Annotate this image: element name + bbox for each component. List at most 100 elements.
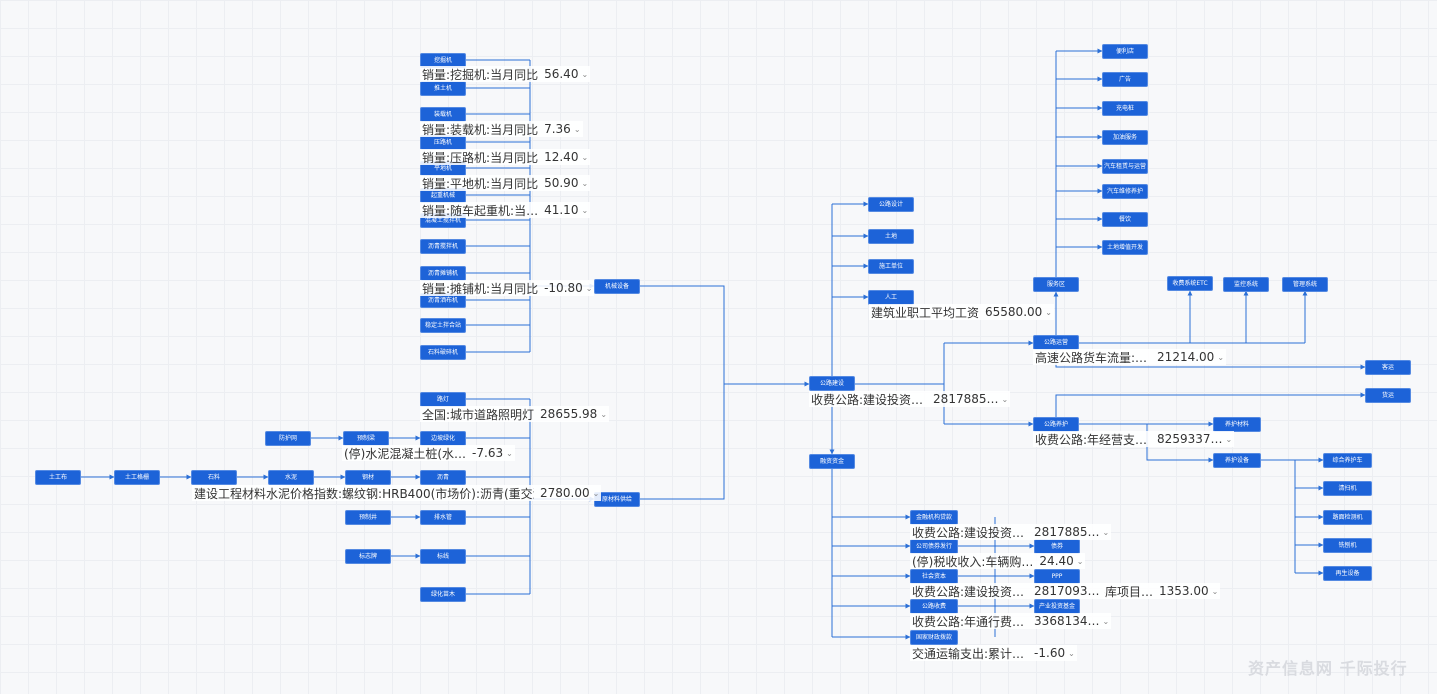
node-biaozhipai[interactable]: 标志牌 <box>345 549 391 564</box>
node-luqiaojianceji[interactable]: 路面检测机 <box>1323 510 1372 525</box>
node-rengong[interactable]: 人工 <box>868 290 914 305</box>
node-zongheyanghuche[interactable]: 综合养护车 <box>1323 453 1372 468</box>
indicator-tanpuji-sales[interactable]: 销量:摊铺机:当月同比-10.80⌄ <box>420 280 595 296</box>
node-lvhuamiaomu[interactable]: 绿化苗木 <box>420 587 466 602</box>
node-jiayoufuwu[interactable]: 加油服务 <box>1102 130 1148 145</box>
node-tugongbu[interactable]: 土工布 <box>35 470 81 485</box>
node-yanghushebei[interactable]: 养护设备 <box>1213 453 1261 468</box>
node-liqingxiaobaiji[interactable]: 沥青洒布机 <box>420 293 466 308</box>
node-shishiposuiji[interactable]: 石料破碎机 <box>420 345 466 360</box>
node-guanggao[interactable]: 广告 <box>1102 72 1148 87</box>
node-chongdianzhuang[interactable]: 充电桩 <box>1102 101 1148 116</box>
node-fuwuqu[interactable]: 服务区 <box>1033 277 1079 292</box>
node-shoufeixitong[interactable]: 收费系统ETC <box>1167 276 1213 291</box>
node-jinrongjigou[interactable]: 金融机构贷款 <box>910 510 958 525</box>
node-biaoxian[interactable]: 标线 <box>420 549 466 564</box>
node-paishuiguan[interactable]: 排水管 <box>420 510 466 525</box>
node-gonglushoufei[interactable]: 公路收费 <box>910 599 958 614</box>
node-wendingtubanhezhan[interactable]: 稳定土拌合站 <box>420 318 466 333</box>
node-qizhongjixie[interactable]: 起重机械 <box>420 188 466 203</box>
node-gonglusheji[interactable]: 公路设计 <box>868 197 914 212</box>
node-guanlixitong[interactable]: 管理系统 <box>1282 277 1328 292</box>
node-qichezulin[interactable]: 汽车租赁与运营 <box>1102 159 1148 174</box>
node-yaluji[interactable]: 压路机 <box>420 135 466 150</box>
node-rongzizijin[interactable]: 融资资金 <box>809 454 855 469</box>
node-zaishengshebei[interactable]: 再生设备 <box>1323 566 1372 581</box>
node-liqingjiaobanji[interactable]: 沥青搅拌机 <box>420 239 466 254</box>
node-guojiacaizheng[interactable]: 国家财政拨款 <box>910 630 958 645</box>
chevron-down-icon[interactable]: ⌄ <box>1211 586 1219 596</box>
chevron-down-icon[interactable]: ⌄ <box>581 178 589 188</box>
chevron-down-icon[interactable]: ⌄ <box>1001 394 1009 404</box>
node-yuzhijing[interactable]: 预制井 <box>345 510 391 525</box>
indicator-toll-investment[interactable]: 收费公路:建设投资…2817885…⌄ <box>809 391 1011 407</box>
node-shehuiziben[interactable]: 社会资本 <box>910 569 958 584</box>
node-canyin[interactable]: 餐饮 <box>1102 212 1148 227</box>
node-gongluqianshe[interactable]: 公路建设 <box>809 376 855 391</box>
indicator-transport-expense[interactable]: 交通运输支出:累计…-1.60⌄ <box>910 645 1077 661</box>
node-bianpolvhua[interactable]: 边坡绿化 <box>420 431 466 446</box>
chevron-down-icon[interactable]: ⌄ <box>1225 434 1233 444</box>
node-tudizengzhi[interactable]: 土地增值开发 <box>1102 240 1148 255</box>
node-gongsizhaiquan[interactable]: 公司债券发行 <box>910 539 958 554</box>
node-tugongge[interactable]: 土工格栅 <box>114 470 160 485</box>
node-ludeng[interactable]: 路灯 <box>420 392 466 407</box>
chevron-down-icon[interactable]: ⌄ <box>1102 527 1110 537</box>
node-ppp[interactable]: PPP <box>1034 569 1080 584</box>
node-gongluyanghu[interactable]: 公路养护 <box>1033 417 1079 432</box>
node-shiliao[interactable]: 石料 <box>191 470 237 485</box>
indicator-social-capital[interactable]: 收费公路:建设投资…2817093…⌄ <box>910 583 1112 599</box>
chevron-down-icon[interactable]: ⌄ <box>506 448 513 458</box>
node-tuituji[interactable]: 推土机 <box>420 81 466 96</box>
indicator-toll-fee[interactable]: 收费公路:年通行费…3368134…⌄ <box>910 613 1112 629</box>
chevron-down-icon[interactable]: ⌄ <box>600 409 608 419</box>
node-gangcai[interactable]: 钢材 <box>345 470 391 485</box>
node-chanyejijin[interactable]: 产业投资基金 <box>1034 599 1080 614</box>
chevron-down-icon[interactable]: ⌄ <box>1068 648 1075 658</box>
node-jiankongxitong[interactable]: 监控系统 <box>1223 277 1269 292</box>
node-yuancailiao[interactable]: 原材料供给 <box>594 492 640 507</box>
node-zhaiquan[interactable]: 债券 <box>1034 539 1080 554</box>
node-shigongdanwei[interactable]: 施工单位 <box>868 259 914 274</box>
node-huoyun[interactable]: 货运 <box>1365 388 1411 403</box>
chevron-down-icon[interactable]: ⌄ <box>1045 307 1052 317</box>
node-gongluyunying[interactable]: 公路运营 <box>1033 335 1079 350</box>
node-yuzhiliang[interactable]: 预制梁 <box>343 431 389 446</box>
chevron-down-icon[interactable]: ⌄ <box>581 152 589 162</box>
node-wajueji[interactable]: 挖掘机 <box>420 53 466 68</box>
indicator-vehicle-tax[interactable]: (停)税收收入:车辆购…24.40⌄ <box>910 553 1086 569</box>
indicator-qizhongji-sales[interactable]: 销量:随车起重机:当…41.10⌄ <box>420 202 591 218</box>
node-xiaoxueji[interactable]: 铣刨机 <box>1323 538 1372 553</box>
indicator-project-library[interactable]: 库项目…1353.00⌄ <box>1103 583 1221 599</box>
chevron-down-icon[interactable]: ⌄ <box>1076 556 1084 566</box>
node-jixieshebei[interactable]: 机械设备 <box>594 279 640 294</box>
chevron-down-icon[interactable]: ⌄ <box>573 124 581 134</box>
node-tudi[interactable]: 土地 <box>868 229 914 244</box>
chevron-down-icon[interactable]: ⌄ <box>585 283 593 293</box>
node-keyun[interactable]: 客运 <box>1365 360 1411 375</box>
node-yanghucailiao[interactable]: 养护材料 <box>1213 417 1261 432</box>
chevron-down-icon[interactable]: ⌄ <box>581 205 589 215</box>
node-liqingpuzhuji[interactable]: 沥青摊铺机 <box>420 266 466 281</box>
node-bianlidian[interactable]: 便利店 <box>1102 44 1148 59</box>
chevron-down-icon[interactable]: ⌄ <box>1102 616 1110 626</box>
indicator-concrete-pile[interactable]: (停)水泥混凝土桩(水…-7.63⌄ <box>342 445 515 461</box>
chevron-down-icon[interactable]: ⌄ <box>1217 352 1225 362</box>
indicator-operating-expense[interactable]: 收费公路:年经营支…8259337…⌄ <box>1033 431 1235 447</box>
chevron-down-icon[interactable]: ⌄ <box>592 488 600 498</box>
node-qicheweixiu[interactable]: 汽车维修养护 <box>1102 184 1148 199</box>
indicator-loan-investment[interactable]: 收费公路:建设投资…2817885…⌄ <box>910 524 1112 540</box>
indicator-truck-flow[interactable]: 高速公路货车流量:…21214.00⌄ <box>1033 349 1227 365</box>
chevron-down-icon[interactable]: ⌄ <box>581 69 589 79</box>
node-fanghuwang[interactable]: 防护网 <box>265 431 311 446</box>
node-shuini[interactable]: 水泥 <box>268 470 314 485</box>
indicator-material-price[interactable]: 建设工程材料水泥价格指数:螺纹钢:HRB400(市场价):沥青(重交沥…2780… <box>192 485 602 501</box>
node-liqing[interactable]: 沥青 <box>420 470 466 485</box>
node-xixiaoji[interactable]: 清扫机 <box>1323 481 1372 496</box>
